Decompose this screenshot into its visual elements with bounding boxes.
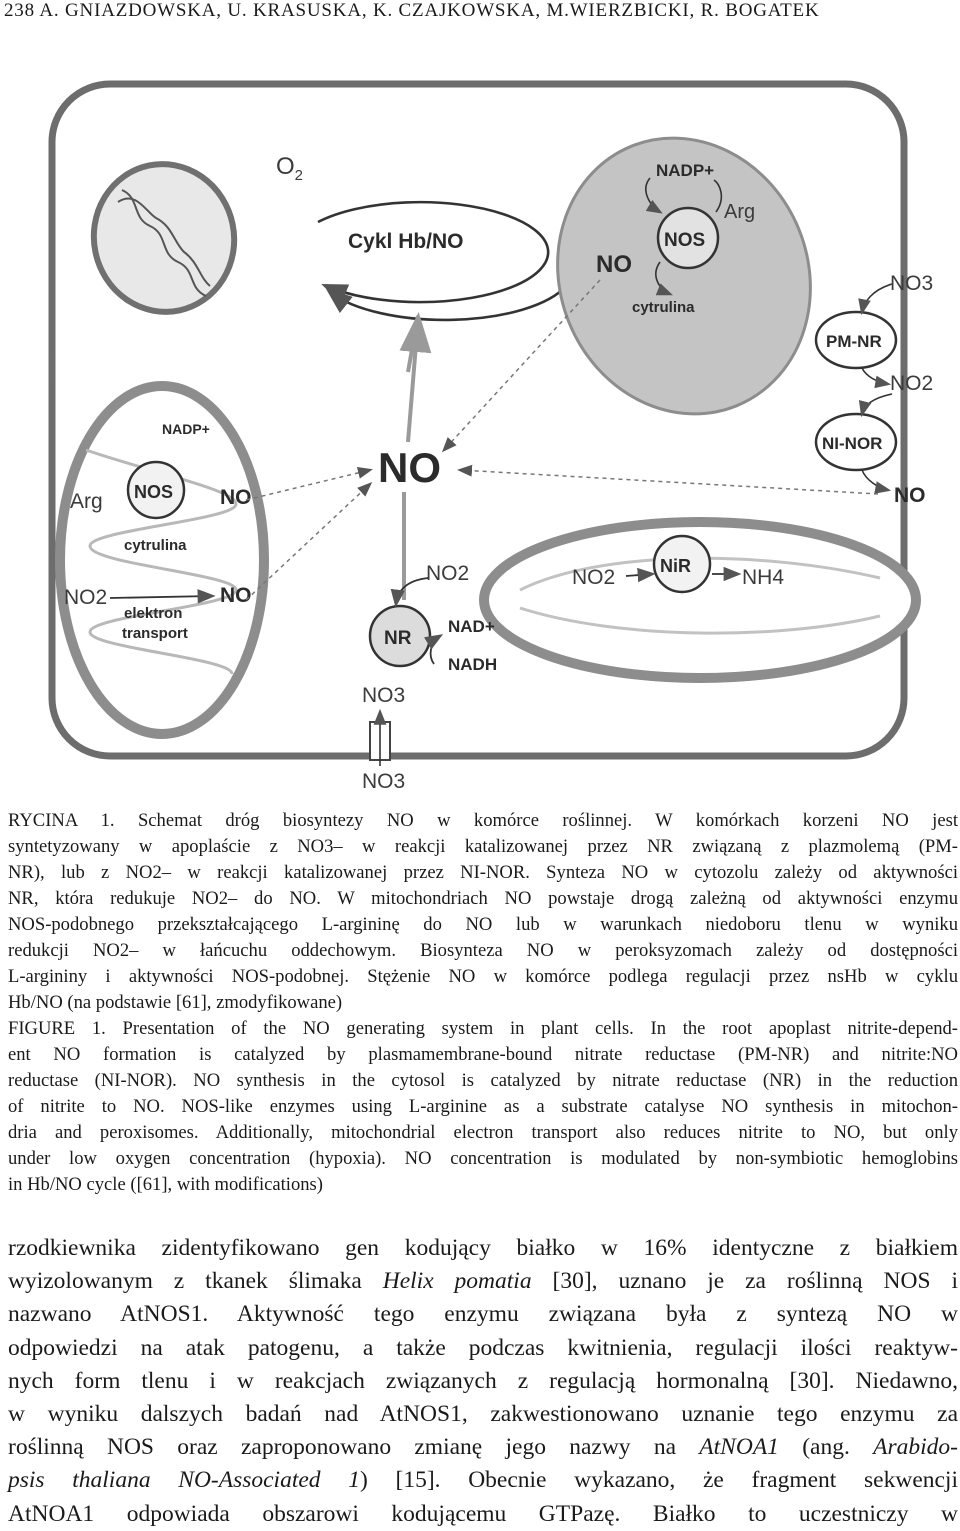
hb-no-cycle: Cykl Hb/NO <box>317 200 567 322</box>
svg-text:NO: NO <box>596 251 632 278</box>
nucleus <box>90 161 238 315</box>
figure-1-diagram: O2 Cykl Hb/NO NADP+ Arg NOS NO cytrulina… <box>0 80 960 800</box>
svg-text:cytrulina: cytrulina <box>632 299 695 316</box>
svg-text:NO3: NO3 <box>362 770 405 793</box>
svg-text:NO3: NO3 <box>890 272 933 295</box>
svg-text:elektron: elektron <box>124 605 182 622</box>
caption-pl-line: NOS-podobnego przekształcającego L-argin… <box>8 914 958 935</box>
svg-text:NAD+: NAD+ <box>448 617 495 636</box>
svg-text:transport: transport <box>122 625 188 642</box>
svg-text:NADH: NADH <box>448 655 497 674</box>
peroxisome: NADP+ Arg NOS NO cytrulina <box>556 136 812 416</box>
svg-text:NO2: NO2 <box>890 372 933 395</box>
caption-pl-line: redukcji NO2– w łańcuchu oddechowym. Bio… <box>8 940 958 961</box>
cell-wall <box>48 80 908 760</box>
body-line: roślinną NOS oraz zaproponowano zmianę j… <box>8 1434 958 1461</box>
caption-en-line: of nitrite to NO. NOS-like enzymes using… <box>8 1096 958 1117</box>
body-line: rzodkiewnika zidentyfikowano gen kodując… <box>8 1235 958 1261</box>
body-line: w wyniku dalszych badań nad AtNOS1, zakw… <box>8 1401 958 1428</box>
body-line: psis thaliana NO-Associated 1) [15]. Obe… <box>8 1467 958 1494</box>
svg-text:NO2: NO2 <box>572 566 615 589</box>
pm-nr-enzyme <box>814 310 898 370</box>
dna-strand-2 <box>117 197 211 287</box>
caption-en-line: ent NO formation is catalyzed by plasmam… <box>8 1044 958 1065</box>
caption-polish: RYCINA 1. Schemat dróg biosyntezy NO w k… <box>8 808 958 1016</box>
caption-en-line: reductase (NI-NOR). NO synthesis in the … <box>8 1070 958 1091</box>
body-line: nazwano AtNOS1. Aktywność tego enzymu zw… <box>8 1301 958 1328</box>
caption-pl-line: RYCINA 1. Schemat dróg biosyntezy NO w k… <box>8 810 958 831</box>
svg-text:NO: NO <box>220 584 252 607</box>
svg-text:NOS: NOS <box>134 482 173 502</box>
svg-text:NOS: NOS <box>664 230 705 251</box>
body-line: odpowiedzi na atak patogenu, a także pod… <box>8 1334 958 1361</box>
svg-text:cytrulina: cytrulina <box>124 537 187 554</box>
svg-text:NR: NR <box>384 628 412 649</box>
central-no: NO <box>378 444 441 491</box>
body-line: wyizolowanym z tkanek ślimaka Helix poma… <box>8 1268 958 1295</box>
svg-text:NO: NO <box>220 486 252 509</box>
caption-pl-line: Hb/NO (na podstawie [61], zmodyfikowane) <box>8 992 343 1013</box>
caption-en-line: in Hb/NO cycle ([61], with modifications… <box>8 1174 323 1195</box>
plasma-membrane-enzymes: NO3 PM-NR NO2 NI-NOR NO <box>814 272 933 507</box>
svg-text:NO: NO <box>894 484 926 507</box>
caption-en-line: dria and peroxisomes. Additionally, mito… <box>8 1122 958 1143</box>
caption-pl-line: syntetyzowany w apoplaście z NO3– w reak… <box>8 836 958 857</box>
svg-text:NO3: NO3 <box>362 684 405 707</box>
caption-pl-line: NR), lub z NO2– w reakcji katalizowanej … <box>8 862 958 883</box>
svg-text:NO2: NO2 <box>64 586 107 609</box>
caption-english: FIGURE 1. Presentation of the NO generat… <box>8 1016 958 1198</box>
nir-enzyme <box>652 534 712 594</box>
svg-text:NI-NOR: NI-NOR <box>822 434 882 453</box>
chloroplast: NO2 NiR NH4 <box>479 517 921 683</box>
caption-en-line: FIGURE 1. Presentation of the NO generat… <box>8 1018 958 1039</box>
peroxisome-nos-enzyme <box>656 206 720 270</box>
o2-label: O2 <box>276 153 303 184</box>
mito-nos-enzyme <box>126 460 186 520</box>
svg-text:NiR: NiR <box>660 556 691 576</box>
svg-text:NH4: NH4 <box>742 566 784 589</box>
svg-text:NO2: NO2 <box>426 562 469 585</box>
body-line: AtNOA1 odpowiada obszarowi kodującemu GT… <box>8 1500 958 1527</box>
ni-nor-enzyme <box>814 412 898 472</box>
caption-pl-line: NR, która redukuje NO2– do NO. W mitocho… <box>8 888 958 909</box>
caption-pl-line: L-argininy i aktywności NOS-podobnej. St… <box>8 966 958 987</box>
cycle-label: Cykl Hb/NO <box>348 230 464 253</box>
svg-text:NADP+: NADP+ <box>162 421 210 437</box>
body-line: nych form tlenu i w reakcjach związanych… <box>8 1367 958 1394</box>
svg-text:Arg: Arg <box>70 490 103 513</box>
svg-text:Arg: Arg <box>724 201 755 223</box>
svg-text:NADP+: NADP+ <box>656 161 714 180</box>
dna-strand-1 <box>121 189 207 297</box>
caption-en-line: under low oxygen concentration (hypoxia)… <box>8 1148 958 1169</box>
mitochondrion: NADP+ NOS Arg NO cytrulina NO2 elektron … <box>55 381 269 739</box>
running-head: 238 A. GNIAZDOWSKA, U. KRASUSKA, K. CZAJ… <box>4 0 820 21</box>
svg-text:PM-NR: PM-NR <box>826 332 882 351</box>
body-paragraph: rzodkiewnika zidentyfikowano gen kodując… <box>8 1232 958 1531</box>
cytosolic-nr: NO2 NR NAD+ NADH NO3 NO3 <box>362 562 497 793</box>
